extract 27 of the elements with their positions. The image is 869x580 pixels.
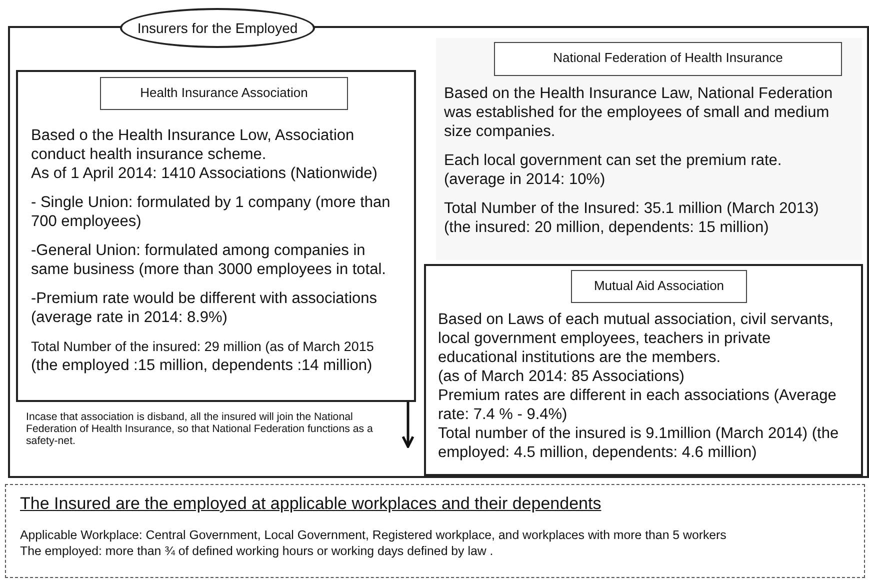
paragraph: Based o the Health Insurance Low, Association conduct health insurance scheme.	[31, 126, 356, 164]
paragraph: - Single Union: formulated by 1 company (more than 700 employees)	[31, 193, 392, 231]
section-heading: Health Insurance Association	[100, 77, 348, 110]
note-panel	[5, 484, 865, 578]
section-heading: Mutual Aid Association	[571, 270, 747, 303]
paragraph: Total number of the insured is 9.1million (March 2014) (the employed: 4.5 million, dependents: 4.6 million)	[438, 424, 840, 462]
paragraph: As of 1 April 2014: 1410 Associations (Nationwide)	[31, 164, 378, 183]
section-title: Insurers for the Employed	[120, 8, 315, 48]
paragraph: Each local government can set the premium rate. (average in 2014: 10%)	[444, 151, 783, 189]
section-frame	[424, 264, 863, 476]
section-frame	[16, 70, 416, 402]
note-text: Incase that association is disband, all the insured will join the National Federation of Health Insurance, so that National Federation functions as a safety-net.	[26, 411, 374, 447]
paragraph: (the employed :15 million, dependents :14 million)	[31, 356, 374, 375]
paragraph: Applicable Workplace: Central Government, Local Government, Registered workplace, and workplaces with more than 5 workers	[20, 527, 728, 543]
paragraph: Total Number of the insured: 29 million (as of March 2015	[31, 338, 375, 356]
paragraph: -General Union: formulated among companies in same business (more than 3000 employees in total.	[31, 241, 387, 279]
paragraph: -Premium rate would be different with associations (average rate in 2014: 8.9%)	[31, 289, 378, 327]
paragraph: (as of March 2014: 85 Associations)	[438, 367, 686, 386]
paragraph: Premium rates are different in each associations (Average rate: 7.4 % - 9.4%)	[438, 386, 838, 424]
paragraph: The employed: more than ¾ of defined working hours or working days defined by law .	[20, 543, 494, 559]
paragraph: Total Number of the Insured: 35.1 million (March 2013) (the insured: 20 million, dependents: 15 million)	[444, 199, 820, 237]
section-panel	[436, 38, 862, 260]
paragraph: Based on the Health Insurance Law, National Federation was established for the employees of small and medium size companies.	[444, 84, 834, 141]
arrow	[402, 402, 414, 448]
panel-heading: The Insured are the employed at applicable workplaces and their dependents	[20, 493, 602, 515]
section-heading: National Federation of Health Insurance	[494, 42, 842, 76]
paragraph: Based on Laws of each mutual association, civil servants, local government employees, teachers in private educational institutions are the members.	[438, 310, 834, 367]
